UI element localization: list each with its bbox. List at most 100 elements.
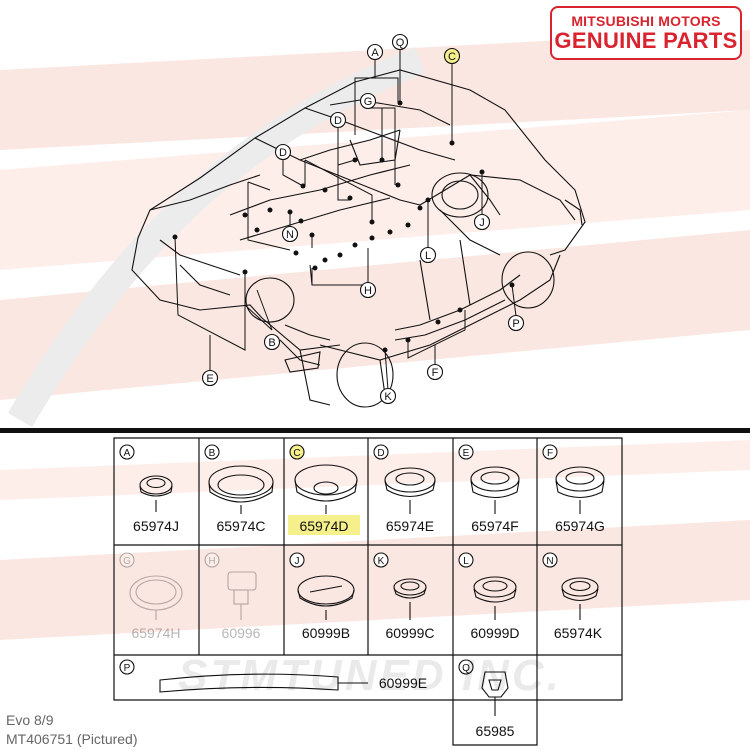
car-drawing	[131, 69, 586, 408]
callout-g: G	[359, 92, 377, 110]
svg-text:F: F	[547, 448, 553, 459]
callout-h: H	[359, 281, 377, 299]
watermark-text: STMTUNED INC.	[178, 651, 562, 700]
svg-text:65974K: 65974K	[554, 625, 603, 641]
svg-text:60999D: 60999D	[470, 625, 519, 641]
callout-f: F	[426, 363, 444, 381]
model-caption: Evo 8/9	[6, 712, 54, 728]
svg-text:P: P	[512, 318, 519, 330]
svg-text:60999E: 60999E	[379, 675, 427, 691]
highlight-65974d	[288, 515, 360, 535]
section-divider	[0, 428, 750, 433]
grommet-icon	[129, 575, 183, 620]
part-cell-n: N 65974K	[542, 552, 603, 641]
brand-name: MITSUBISHI MOTORS	[571, 13, 721, 29]
callout-l: L	[419, 246, 437, 264]
callout-k: K	[379, 387, 397, 405]
part-cell-c: C 65974D	[289, 444, 358, 534]
svg-text:60996: 60996	[222, 625, 261, 641]
genuine-parts-label: GENUINE PARTS	[554, 28, 738, 53]
svg-text:D: D	[279, 147, 287, 159]
part-cell-e: E 65974F	[458, 444, 520, 534]
part-cell-h: H 60996	[204, 552, 261, 641]
svg-text:65974G: 65974G	[555, 518, 605, 534]
svg-text:D: D	[334, 115, 342, 127]
svg-text:65974J: 65974J	[133, 518, 179, 534]
grommet-icon	[297, 575, 355, 620]
part-cell-p: P 60999E	[119, 659, 427, 693]
svg-text:L: L	[463, 556, 469, 567]
grommet-icon	[470, 466, 520, 514]
svg-text:65974C: 65974C	[216, 518, 265, 534]
callout-n: N	[281, 225, 299, 243]
parts-grid	[113, 437, 623, 746]
svg-text:65974F: 65974F	[471, 518, 518, 534]
part-number-caption: MT406751 (Pictured)	[6, 731, 138, 747]
svg-text:A: A	[124, 448, 131, 459]
callout-p: P	[507, 314, 525, 332]
svg-text:K: K	[384, 391, 392, 403]
svg-text:65974E: 65974E	[386, 518, 434, 534]
part-cell-b: B 65974C	[204, 444, 274, 534]
svg-text:H: H	[364, 285, 372, 297]
callout-c: C	[443, 47, 461, 65]
part-cell-g: G 65974H	[119, 552, 183, 641]
grommet-icon	[139, 475, 173, 512]
callout-e: E	[201, 369, 219, 387]
grommet-icon	[555, 466, 605, 514]
grommet-icon	[208, 465, 274, 514]
clip-icon	[481, 671, 509, 716]
grommet-icon	[561, 577, 599, 620]
svg-text:A: A	[371, 47, 379, 59]
background-stripes	[0, 30, 750, 640]
svg-text:65985: 65985	[476, 723, 515, 739]
svg-text:Q: Q	[396, 37, 405, 49]
callout-d-upper: D	[329, 111, 347, 129]
grommet-icon	[294, 464, 358, 514]
svg-text:N: N	[546, 556, 553, 567]
svg-text:P: P	[124, 663, 131, 674]
seal-strip-icon	[159, 673, 368, 693]
svg-text:G: G	[364, 96, 373, 108]
part-cell-f: F 65974G	[542, 444, 605, 534]
part-cell-k: K 60999C	[373, 552, 435, 641]
grommet-icon	[384, 467, 436, 514]
svg-text:C: C	[448, 51, 456, 63]
grommet-icon	[393, 578, 427, 620]
svg-text:F: F	[432, 367, 439, 379]
svg-text:J: J	[479, 217, 485, 229]
part-cell-j: J 60999B	[289, 552, 355, 641]
callout-q: Q	[391, 33, 409, 51]
genuine-parts-badge: MITSUBISHI MOTORS GENUINE PARTS	[550, 6, 742, 60]
svg-text:E: E	[463, 448, 470, 459]
svg-text:N: N	[286, 229, 294, 241]
svg-text:C: C	[293, 448, 300, 459]
part-cell-d: D 65974E	[373, 444, 436, 534]
grommet-icon	[473, 576, 517, 620]
diagram-callouts: A Q C G D D J N L H B E K F P	[201, 33, 525, 405]
svg-text:K: K	[378, 556, 385, 567]
callout-j: J	[473, 213, 491, 231]
callout-d-left: D	[274, 143, 292, 161]
svg-text:J: J	[295, 556, 300, 567]
clip-icon	[227, 571, 257, 620]
part-cell-a: A 65974J	[119, 444, 179, 534]
svg-text:D: D	[377, 448, 384, 459]
part-cell-l: L 60999D	[458, 552, 520, 641]
svg-text:B: B	[268, 337, 275, 349]
svg-text:65974H: 65974H	[131, 625, 180, 641]
svg-text:B: B	[209, 448, 216, 459]
leader-lines	[174, 50, 517, 391]
svg-text:H: H	[208, 556, 215, 567]
svg-text:60999B: 60999B	[302, 625, 350, 641]
part-cell-q: Q 65985	[458, 659, 515, 739]
callout-b: B	[263, 333, 281, 351]
svg-text:65974D: 65974D	[299, 518, 348, 534]
svg-text:L: L	[425, 250, 431, 262]
callout-a: A	[366, 43, 384, 61]
svg-text:Q: Q	[462, 663, 470, 674]
svg-text:60999C: 60999C	[385, 625, 434, 641]
svg-text:E: E	[206, 373, 213, 385]
svg-text:G: G	[123, 556, 131, 567]
